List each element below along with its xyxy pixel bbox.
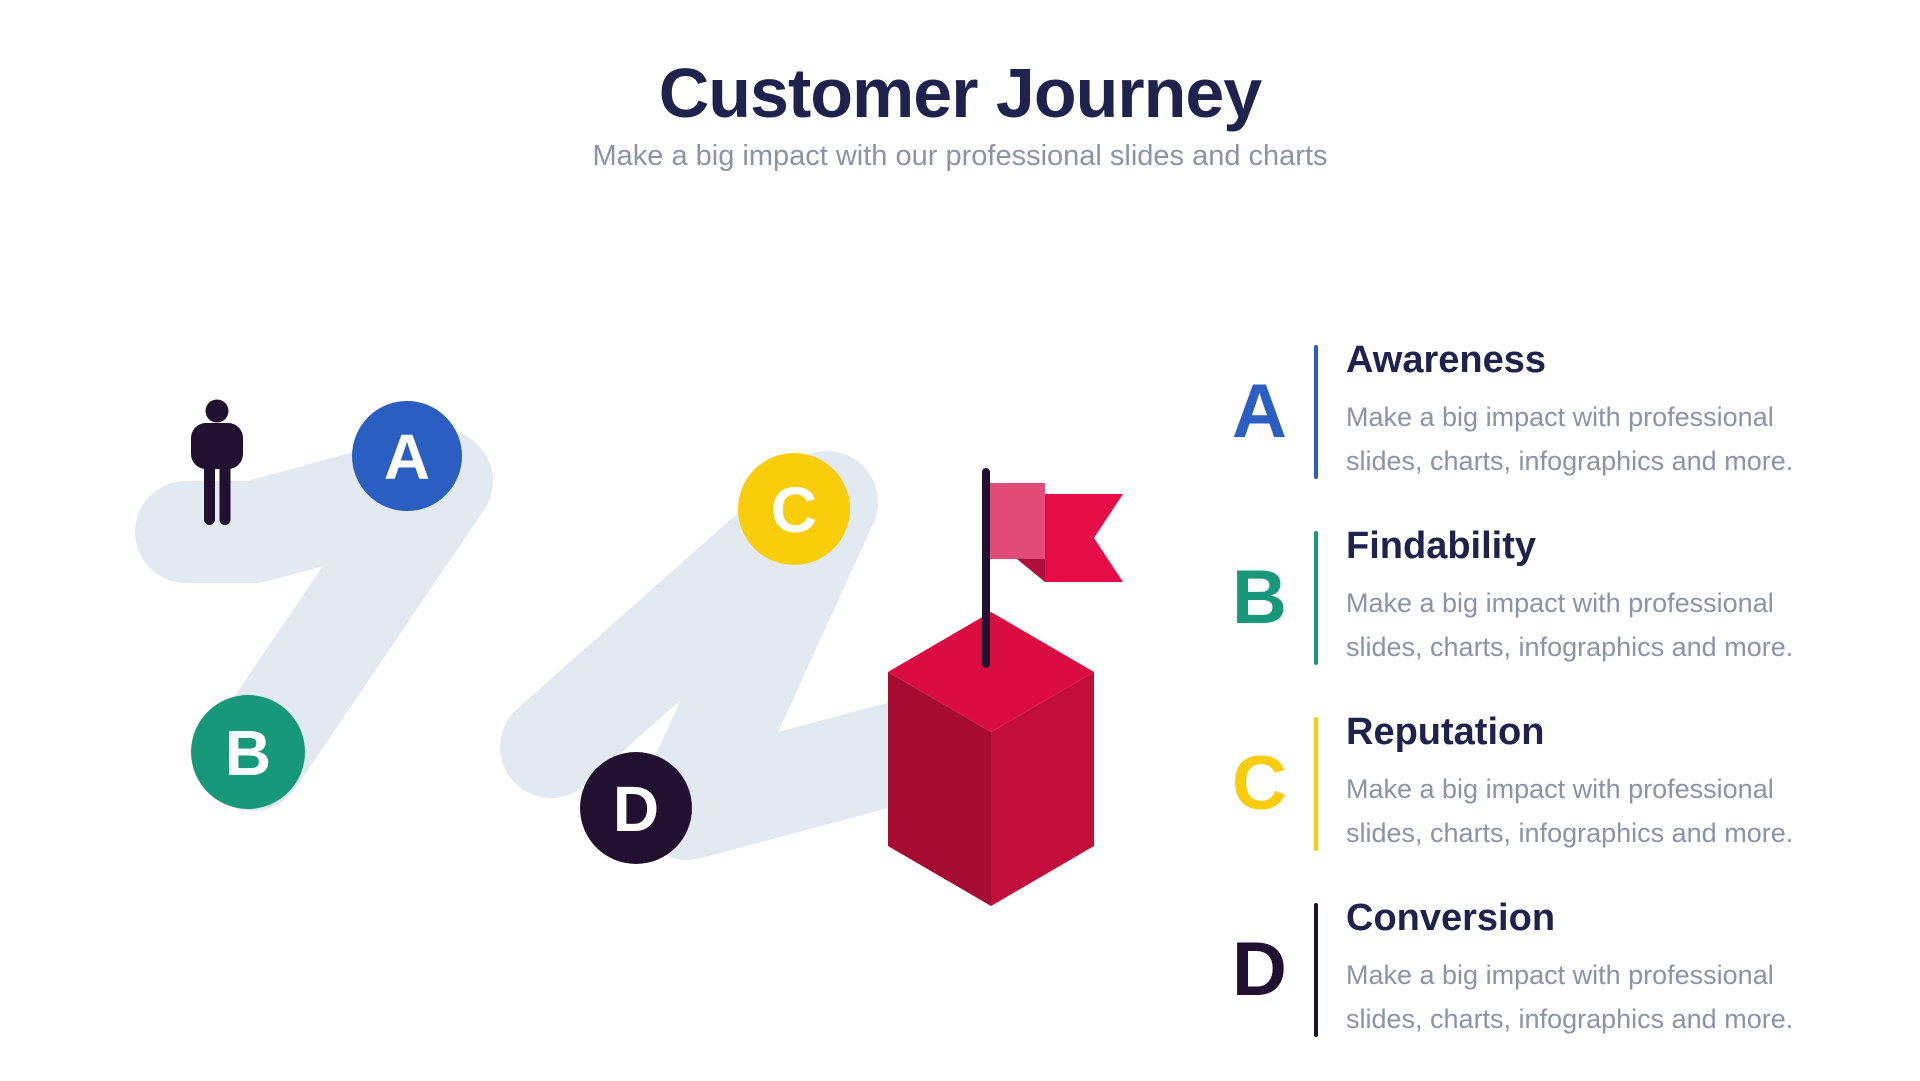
legend-title: Awareness xyxy=(1346,338,1546,381)
legend-item-conversion: D Conversion Make a big impact with prof… xyxy=(1232,896,1806,1042)
slide-header: Customer Journey Make a big impact with … xyxy=(0,54,1920,173)
desc-line-1: Make a big impact with professional xyxy=(1346,402,1774,433)
legend-title: Reputation xyxy=(1346,710,1545,753)
legend-item-awareness: A Awareness Make a big impact with profe… xyxy=(1232,338,1806,484)
legend-letter: A xyxy=(1232,369,1287,454)
flag-inner-panel xyxy=(990,483,1045,559)
legend-item-findability: B Findability Make a big impact with pro… xyxy=(1232,524,1806,670)
journey-track-2 xyxy=(500,451,948,860)
journey-track-1 xyxy=(135,430,493,811)
legend-text: Findability Make a big impact with profe… xyxy=(1346,524,1806,670)
step-label: C xyxy=(771,474,817,546)
desc-line-2: slides, charts, infographics and more. xyxy=(1346,818,1794,849)
legend-text: Awareness Make a big impact with profess… xyxy=(1346,338,1806,484)
step-label: B xyxy=(225,717,271,789)
legend-bar xyxy=(1314,345,1318,479)
cube-right-face xyxy=(991,672,1094,906)
step-circle xyxy=(580,752,692,864)
legend-bar xyxy=(1314,717,1318,851)
legend-description: Make a big impact with professional slid… xyxy=(1346,953,1806,1041)
cube-left-face xyxy=(888,672,991,906)
flag-banner xyxy=(1045,494,1123,582)
desc-line-2: slides, charts, infographics and more. xyxy=(1346,632,1794,663)
desc-line-1: Make a big impact with professional xyxy=(1346,960,1774,991)
legend-title: Findability xyxy=(1346,524,1536,567)
desc-line-1: Make a big impact with professional xyxy=(1346,774,1774,805)
desc-line-1: Make a big impact with professional xyxy=(1346,588,1774,619)
legend-item-reputation: C Reputation Make a big impact with prof… xyxy=(1232,710,1806,856)
person-leg-right xyxy=(219,462,231,525)
flag-fold xyxy=(1017,559,1045,582)
step-circle xyxy=(738,453,850,565)
person-head xyxy=(205,399,229,423)
step-label: D xyxy=(613,773,659,845)
cube-top-face xyxy=(888,612,1094,732)
legend-text: Conversion Make a big impact with profes… xyxy=(1346,896,1806,1042)
legend-letter: D xyxy=(1232,927,1287,1012)
step-label: A xyxy=(384,421,430,493)
legend-description: Make a big impact with professional slid… xyxy=(1346,395,1806,483)
step-circle xyxy=(191,695,305,809)
legend-bar xyxy=(1314,531,1318,665)
goal-flag xyxy=(982,468,1123,668)
legend-letter: C xyxy=(1232,741,1287,826)
legend: A Awareness Make a big impact with profe… xyxy=(1232,338,1806,1042)
step-circle-a: A xyxy=(352,401,462,511)
legend-letter: B xyxy=(1232,555,1287,640)
step-circle-c: C xyxy=(738,453,850,565)
person-leg-left xyxy=(204,462,215,525)
legend-title: Conversion xyxy=(1346,896,1556,939)
milestone-cube xyxy=(888,612,1094,906)
legend-description: Make a big impact with professional slid… xyxy=(1346,767,1806,855)
desc-line-2: slides, charts, infographics and more. xyxy=(1346,1004,1794,1035)
step-circle-b: B xyxy=(191,695,305,809)
page-subtitle: Make a big impact with our professional … xyxy=(592,140,1328,173)
legend-bar xyxy=(1314,903,1318,1037)
step-circle xyxy=(352,401,462,511)
desc-line-2: slides, charts, infographics and more. xyxy=(1346,446,1794,477)
legend-description: Make a big impact with professional slid… xyxy=(1346,581,1806,669)
step-circle-d: D xyxy=(580,752,692,864)
person-body xyxy=(191,423,243,469)
page-title: Customer Journey xyxy=(658,54,1262,132)
person-icon xyxy=(191,399,243,525)
legend-text: Reputation Make a big impact with profes… xyxy=(1346,710,1806,856)
